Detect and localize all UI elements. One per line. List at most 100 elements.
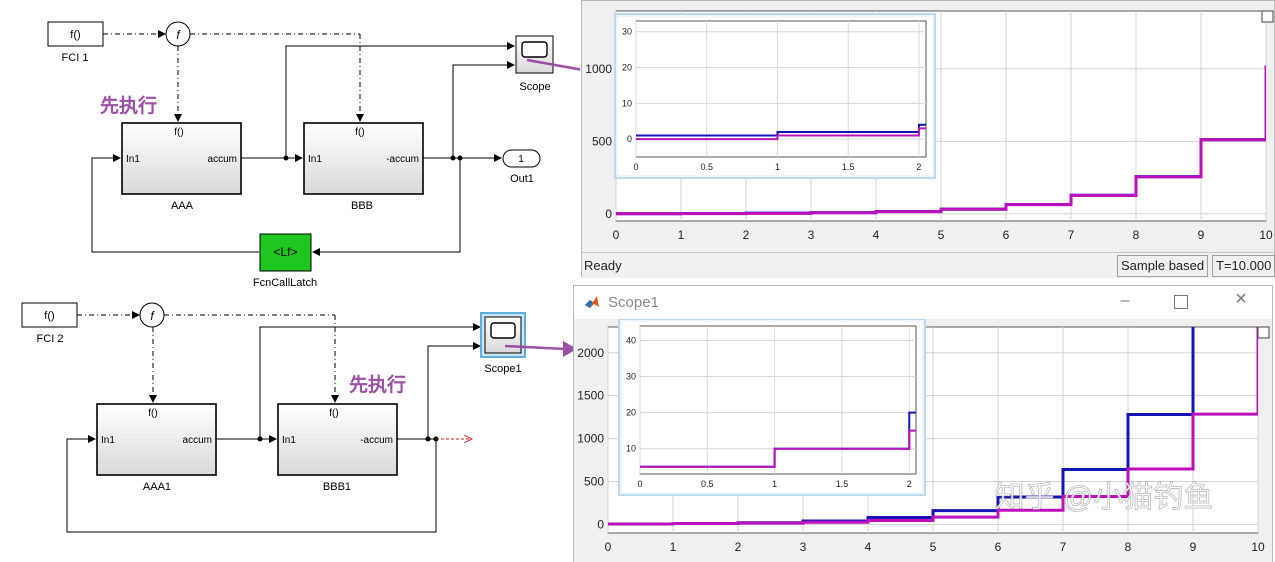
scope-bottom-inset-plot-area bbox=[639, 325, 917, 475]
scope-top-inset-x-tick-label: 2 bbox=[916, 162, 921, 172]
scope-bottom-series-2-line bbox=[608, 327, 1258, 526]
scope-bottom-x-tick-label: 6 bbox=[995, 540, 1002, 554]
scope-top-y-tick-label: 500 bbox=[592, 134, 612, 148]
aaa1-block[interactable]: f() In1 accum bbox=[96, 403, 217, 476]
fcncalllatch-block[interactable]: <Lf> bbox=[259, 233, 312, 272]
aaa1-in-port: In1 bbox=[101, 435, 115, 446]
scope-top-x-tick-label: 4 bbox=[873, 228, 880, 242]
aaa-out-port: accum bbox=[208, 154, 237, 165]
scope-bottom-x-tick-label: 8 bbox=[1125, 540, 1132, 554]
scope-bottom-x-tick-label: 9 bbox=[1190, 540, 1197, 554]
scope-bottom-inset-x-tick-label: 0.5 bbox=[701, 479, 714, 489]
status-time: T=10.000 bbox=[1212, 255, 1275, 277]
status-sample-mode: Sample based bbox=[1117, 255, 1209, 277]
latch-label: <Lf> bbox=[273, 245, 297, 259]
scope-bottom-y-tick-label: 0 bbox=[597, 517, 604, 531]
bbb-out-port: -accum bbox=[386, 154, 419, 165]
fcall-split-2[interactable]: f bbox=[139, 302, 165, 328]
aaa1-out-port: accum bbox=[183, 435, 212, 446]
aaa-in-port: In1 bbox=[126, 154, 140, 165]
scope-top-y-tick-label: 1000 bbox=[585, 62, 612, 76]
bbb-name: BBB bbox=[351, 200, 373, 212]
scope-bottom-x-tick-label: 4 bbox=[865, 540, 872, 554]
scope-block[interactable] bbox=[515, 35, 554, 74]
expand-icon-bottom[interactable] bbox=[1257, 326, 1270, 339]
scope-top-x-tick-label: 1 bbox=[678, 228, 685, 242]
aaa1-name: AAA1 bbox=[143, 481, 171, 493]
scope-name: Scope bbox=[519, 81, 550, 93]
bbb-block[interactable]: f() In1 -accum bbox=[303, 122, 424, 195]
fci2-label: f() bbox=[44, 310, 54, 322]
minimize-icon[interactable]: – bbox=[1120, 292, 1130, 309]
scope-bottom-inset-y-tick-label: 30 bbox=[626, 372, 636, 382]
scope-top-x-tick-label: 8 bbox=[1133, 228, 1140, 242]
exec-first-note-2: 先执行 bbox=[349, 373, 406, 396]
fci1-block[interactable]: f() bbox=[47, 21, 104, 47]
aaa-block[interactable]: f() In1 accum bbox=[121, 122, 242, 195]
scope1-block[interactable] bbox=[480, 312, 526, 358]
scope-top-x-tick-label: 0 bbox=[613, 228, 620, 242]
scope-top-inset-plot-area bbox=[635, 20, 927, 158]
fcall-split-2-symbol: f bbox=[150, 309, 155, 323]
scope-top-inset-x-tick-label: 1.5 bbox=[842, 162, 855, 172]
scope-bottom-y-tick-label: 2000 bbox=[577, 346, 604, 360]
simulink-diagram: f() FCI 1 f 先执行 f() In1 accum AAA f() In… bbox=[21, 21, 580, 533]
scope-top-x-tick-label: 10 bbox=[1259, 228, 1273, 242]
scope-bottom-inset-series-2-line bbox=[640, 429, 916, 468]
fcall-split-1[interactable]: f bbox=[165, 21, 191, 47]
scope-bottom-x-tick-label: 7 bbox=[1060, 540, 1067, 554]
bbb1-block[interactable]: f() In1 -accum bbox=[277, 403, 398, 476]
aaa1-fcall-port: f() bbox=[148, 408, 157, 419]
expand-icon-top[interactable] bbox=[1261, 10, 1274, 23]
scope-bottom-inset-y-tick-label: 10 bbox=[626, 444, 636, 454]
scope-top-inset-x-tick-label: 0.5 bbox=[700, 162, 713, 172]
fci2-name: FCI 2 bbox=[37, 333, 64, 345]
bbb1-fcall-port: f() bbox=[329, 408, 338, 419]
bbb-in-port: In1 bbox=[308, 154, 322, 165]
out1-number: 1 bbox=[518, 154, 524, 165]
scope-top-inset-y-tick-label: 20 bbox=[622, 63, 632, 73]
scope-bottom-y-tick-label: 500 bbox=[584, 475, 604, 489]
scope-top-inset-series-1-line bbox=[636, 123, 926, 137]
exec-first-note-1: 先执行 bbox=[100, 94, 157, 117]
scope-top-series-2-line bbox=[616, 65, 1266, 216]
scope-top-inset-x-tick-label: 0 bbox=[633, 162, 638, 172]
scope-top-inset-y-tick-label: 30 bbox=[622, 27, 632, 37]
scope-top-x-tick-label: 9 bbox=[1198, 228, 1205, 242]
scope1-name: Scope1 bbox=[484, 363, 521, 375]
fci1-name: FCI 1 bbox=[62, 52, 89, 64]
scope-bottom-inset-y-tick-label: 40 bbox=[626, 335, 636, 345]
maximize-icon[interactable] bbox=[1174, 295, 1188, 309]
out1-name: Out1 bbox=[510, 173, 534, 185]
scope-bottom-inset-x-tick-label: 1.5 bbox=[836, 479, 849, 489]
scope-top-x-tick-label: 2 bbox=[743, 228, 750, 242]
scope-top-inset-series-2-line bbox=[636, 127, 926, 141]
scope-bottom-inset-x-tick-label: 1 bbox=[772, 479, 777, 489]
scope-top-x-tick-label: 7 bbox=[1068, 228, 1075, 242]
scope-bottom-y-tick-label: 1500 bbox=[577, 389, 604, 403]
watermark: 知乎 @小猫钓鱼 bbox=[995, 481, 1214, 514]
scope-bottom-x-tick-label: 0 bbox=[605, 540, 612, 554]
scope-bottom-inset-y-tick-label: 20 bbox=[626, 408, 636, 418]
scope-bottom-x-tick-label: 10 bbox=[1251, 540, 1265, 554]
scope-bottom-x-tick-label: 5 bbox=[930, 540, 937, 554]
scope-bottom-x-tick-label: 3 bbox=[800, 540, 807, 554]
bbb1-out-port: -accum bbox=[360, 435, 393, 446]
bbb1-name: BBB1 bbox=[323, 481, 351, 493]
close-icon[interactable]: × bbox=[1235, 288, 1247, 310]
out1-port[interactable]: 1 bbox=[502, 149, 541, 168]
fci2-block[interactable]: f() bbox=[21, 302, 78, 328]
scope-bottom-y-tick-label: 1000 bbox=[577, 432, 604, 446]
fcall-split-1-symbol: f bbox=[176, 28, 181, 42]
scope-top-inset-y-tick-label: 10 bbox=[622, 98, 632, 108]
bbb-fcall-port: f() bbox=[355, 127, 364, 138]
scope-bottom-x-tick-label: 2 bbox=[735, 540, 742, 554]
scope-top-x-tick-label: 6 bbox=[1003, 228, 1010, 242]
scope-top-y-tick-label: 0 bbox=[605, 207, 612, 221]
